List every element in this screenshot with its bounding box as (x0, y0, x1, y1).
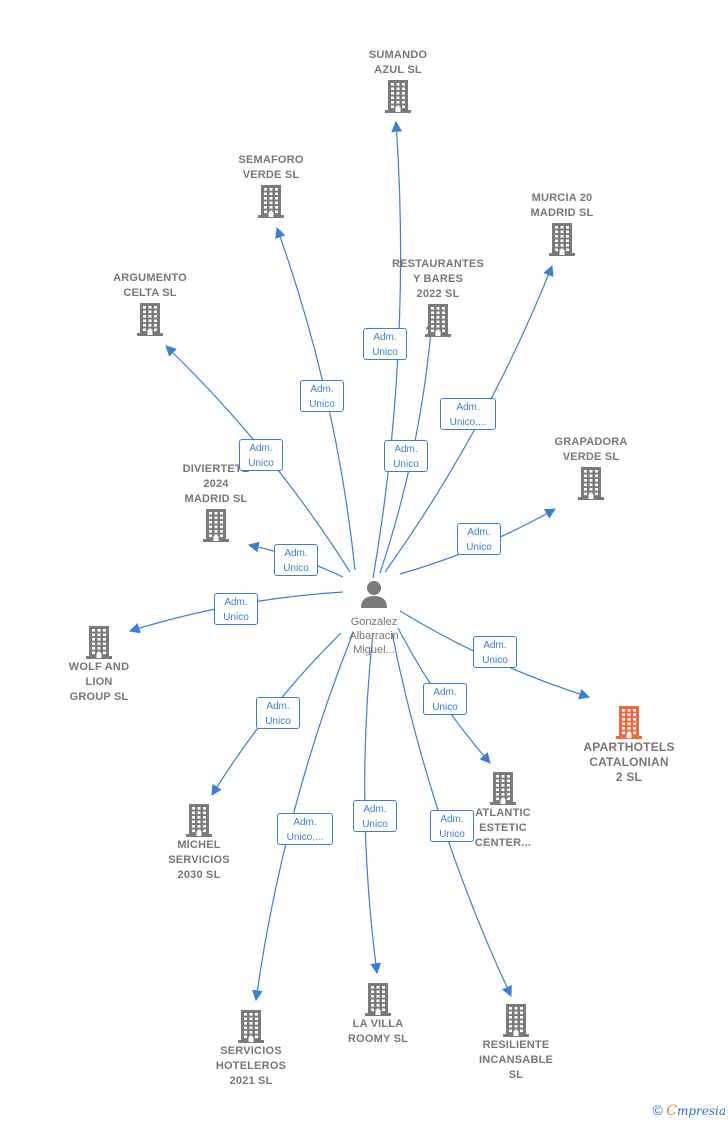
company-label: SERVICIOS HOTELEROS 2021 SL (215, 1045, 287, 1087)
brand-rest: mpresia (676, 1104, 726, 1118)
building-icon (549, 223, 575, 256)
company-label: LA VILLA ROOMY SL (347, 1018, 409, 1045)
company-node-michel[interactable]: MICHEL SERVICIOS 2030 SL (139, 802, 259, 883)
role-badge-wolf[interactable]: Adm. Unico (214, 593, 258, 625)
building-icon (503, 1004, 529, 1037)
company-label: DIVIERTETE 2024 MADRID SL (182, 463, 250, 505)
building-icon (137, 303, 163, 336)
company-node-wolf[interactable]: WOLF AND LION GROUP SL (39, 624, 159, 705)
company-node-sumando[interactable]: SUMANDO AZUL SL (338, 48, 458, 114)
role-badge-servicios[interactable]: Adm. Unico,... (277, 813, 333, 845)
building-icon (86, 626, 112, 659)
role-badge-semaforo[interactable]: Adm. Unico (300, 380, 344, 412)
company-node-atlantic[interactable]: ATLANTIC ESTETIC CENTER... (443, 770, 563, 851)
company-node-semaforo[interactable]: SEMAFORO VERDE SL (211, 153, 331, 219)
building-icon (238, 1010, 264, 1043)
role-badge-aparthotels[interactable]: Adm. Unico (473, 636, 517, 668)
building-icon (425, 304, 451, 337)
building-icon (490, 772, 516, 805)
role-badge-michel[interactable]: Adm. Unico (256, 697, 300, 729)
company-label: SUMANDO AZUL SL (368, 49, 428, 76)
building-icon (186, 804, 212, 837)
company-label: GRAPADORA VERDE SL (554, 436, 628, 463)
building-icon (616, 706, 642, 739)
company-node-grapadora[interactable]: GRAPADORA VERDE SL (531, 435, 651, 501)
company-node-divierte[interactable]: DIVIERTETE 2024 MADRID SL (156, 462, 276, 543)
role-badge-atlantic[interactable]: Adm. Unico (423, 683, 467, 715)
role-badge-villa[interactable]: Adm. Unico (353, 800, 397, 832)
building-icon (578, 467, 604, 500)
company-node-aparthotels[interactable]: APARTHOTELS CATALONIAN 2 SL (569, 704, 689, 785)
building-icon (203, 509, 229, 542)
company-label: RESILIENTE INCANSABLE SL (478, 1039, 554, 1081)
company-label: ARGUMENTO CELTA SL (113, 272, 187, 299)
building-icon (365, 983, 391, 1016)
company-label: SEMAFORO VERDE SL (238, 154, 304, 181)
copyright-symbol: © (652, 1102, 663, 1118)
person-node[interactable]: Gonzalez Albarracin Miguel... (329, 578, 419, 657)
building-icon (385, 80, 411, 113)
person-name: Gonzalez Albarracin Miguel... (349, 616, 399, 656)
company-node-argumento[interactable]: ARGUMENTO CELTA SL (90, 271, 210, 337)
role-badge-resiliente[interactable]: Adm. Unico (430, 810, 474, 842)
company-label: WOLF AND LION GROUP SL (68, 661, 130, 703)
company-label: APARTHOTELS CATALONIAN 2 SL (583, 740, 675, 784)
company-label: MICHEL SERVICIOS 2030 SL (168, 839, 230, 881)
brand-initial: C (666, 1103, 677, 1119)
brand-logo: © Cmpresia (653, 1102, 726, 1119)
company-label: ATLANTIC ESTETIC CENTER... (474, 807, 532, 849)
role-badge-sumando[interactable]: Adm. Unico (363, 328, 407, 360)
role-badge-restaurantes[interactable]: Adm. Unico (384, 440, 428, 472)
company-node-murcia[interactable]: MURCIA 20 MADRID SL (502, 191, 622, 257)
role-badge-divierte[interactable]: Adm. Unico (274, 544, 318, 576)
role-badge-argumento[interactable]: Adm. Unico (239, 439, 283, 471)
company-node-restaurantes[interactable]: RESTAURANTES Y BARES 2022 SL (378, 257, 498, 338)
person-icon (361, 581, 387, 608)
company-node-resiliente[interactable]: RESILIENTE INCANSABLE SL (456, 1002, 576, 1083)
company-node-villa[interactable]: LA VILLA ROOMY SL (318, 981, 438, 1047)
company-node-servicios[interactable]: SERVICIOS HOTELEROS 2021 SL (191, 1008, 311, 1089)
role-badge-grapadora[interactable]: Adm. Unico (457, 523, 501, 555)
company-label: RESTAURANTES Y BARES 2022 SL (391, 258, 485, 300)
building-icon (258, 185, 284, 218)
company-label: MURCIA 20 MADRID SL (530, 192, 594, 219)
role-badge-murcia[interactable]: Adm. Unico,... (440, 398, 496, 430)
